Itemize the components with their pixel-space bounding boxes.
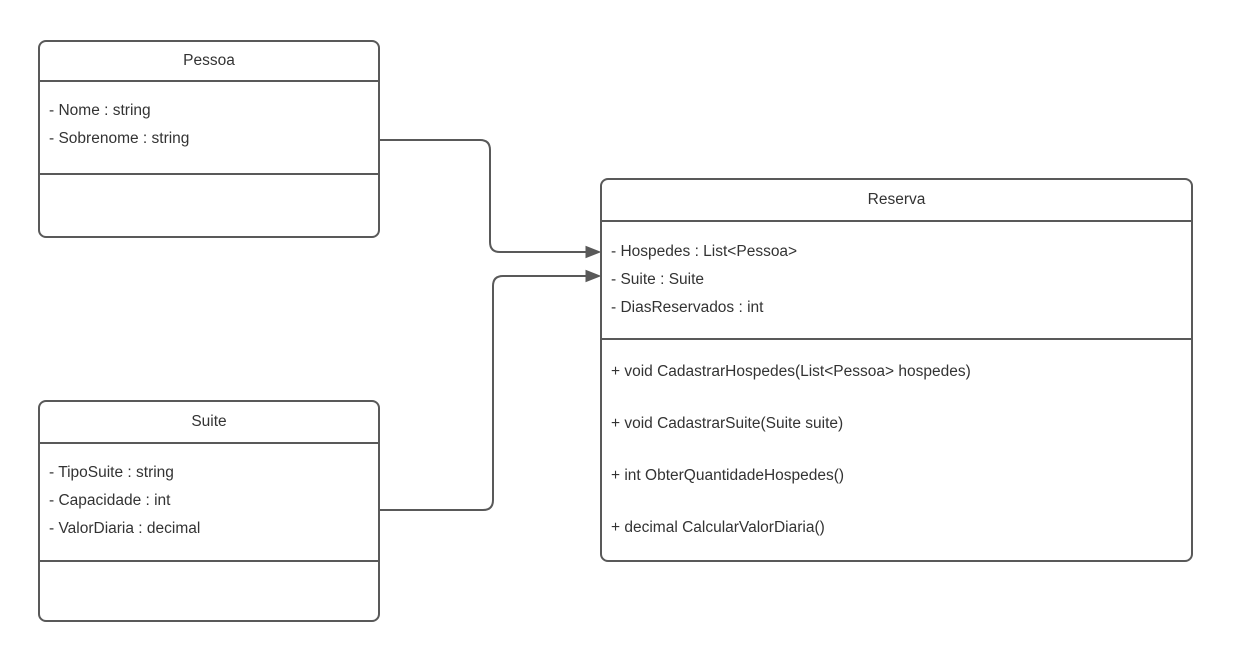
attribute-row: - Capacidade : int [49,492,171,509]
class-attributes-suite: - TipoSuite : string - Capacidade : int … [40,444,378,562]
arrowhead-icon [585,269,602,283]
class-methods-pessoa-empty [40,175,378,236]
connector-pessoa-line [380,139,586,253]
class-attributes-reserva: - Hospedes : List<Pessoa> - Suite : Suit… [602,222,1191,340]
class-box-reserva[interactable]: Reserva - Hospedes : List<Pessoa> - Suit… [600,178,1193,562]
method-row: + decimal CalcularValorDiaria() [611,519,825,536]
connector-pessoa-to-reserva[interactable] [380,139,602,259]
class-attributes-pessoa: - Nome : string - Sobrenome : string [40,82,378,175]
class-box-suite[interactable]: Suite - TipoSuite : string - Capacidade … [38,400,380,622]
class-box-pessoa[interactable]: Pessoa - Nome : string - Sobrenome : str… [38,40,380,238]
connector-suite-to-reserva[interactable] [380,269,602,511]
method-row: + void CadastrarSuite(Suite suite) [611,415,844,432]
class-title-suite: Suite [40,402,378,444]
connector-suite-line [380,275,586,511]
arrowhead-icon [585,245,602,259]
attribute-row: - DiasReservados : int [611,299,764,316]
attribute-row: - Nome : string [49,102,151,119]
attribute-row: - Suite : Suite [611,271,705,288]
class-methods-suite-empty [40,562,378,620]
method-row: + int ObterQuantidadeHospedes() [611,467,845,484]
attribute-row: - Sobrenome : string [49,130,190,147]
class-methods-reserva: + void CadastrarHospedes(List<Pessoa> ho… [602,340,1191,560]
class-title-pessoa: Pessoa [40,42,378,82]
method-row: + void CadastrarHospedes(List<Pessoa> ho… [611,363,971,380]
attribute-row: - ValorDiaria : decimal [49,520,201,537]
attribute-row: - TipoSuite : string [49,464,174,481]
class-title-reserva: Reserva [602,180,1191,222]
attribute-row: - Hospedes : List<Pessoa> [611,243,798,260]
